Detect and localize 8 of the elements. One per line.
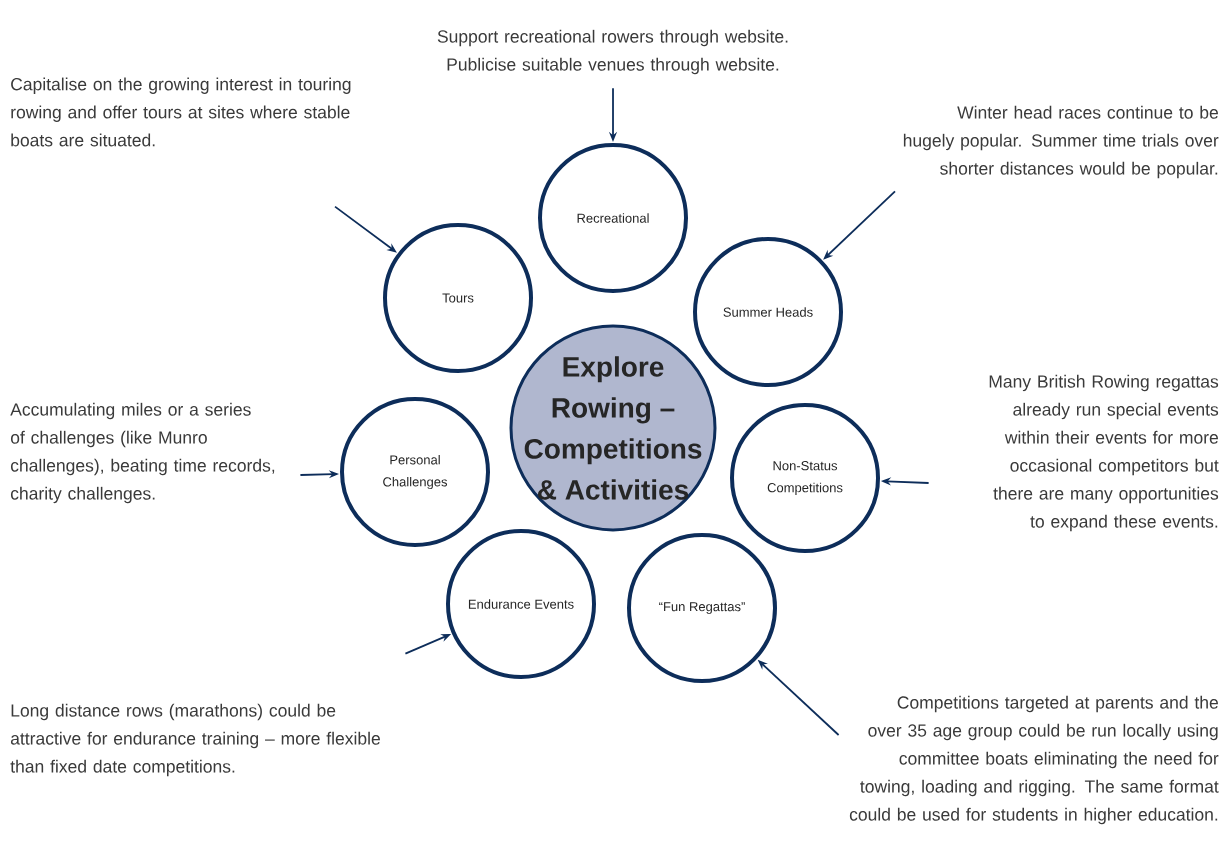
note-text: Support recreational rowers through website. Publicise suitable venues through website. (437, 29, 788, 75)
note-text: Capitalise on the growing interest in touring rowing and offer tours at sites where stable boats are situated. (11, 77, 351, 147)
note-text: Competitions targeted at parents and the over 35 age group could be run locally using committee boats eliminating the need for towing, loading and rigging. The same format could be used for students in higher education. (849, 695, 1219, 825)
note-text: Winter head races continue to be hugely popular. Summer time trials over shorter distances would be popular. (903, 105, 1219, 179)
arrow (334, 205, 397, 253)
note-text: Many British Rowing regattas already run special events within their events for more occasional competitors but there are many opportunities to expand these events. (989, 374, 1219, 532)
note-text: Long distance rows (marathons) could be attractive for endurance training – more flexible than fixed date competitions. (10, 703, 380, 777)
note-text: Accumulating miles or a series of challenges (like Munro challenges), beating time records, charity challenges. (10, 402, 275, 504)
